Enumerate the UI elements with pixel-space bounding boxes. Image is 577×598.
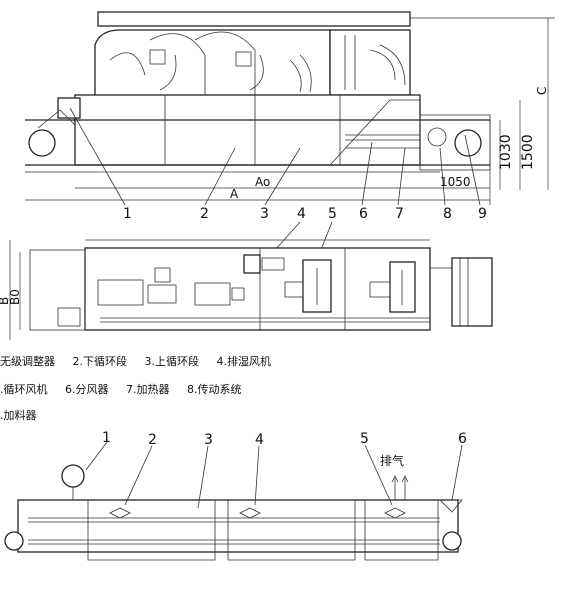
callout-7: 7 xyxy=(395,206,404,222)
legend-item-9: .加料器 xyxy=(0,409,37,422)
schematic-callout-5: 5 xyxy=(360,431,369,447)
schematic-callout-1: 1 xyxy=(102,430,111,446)
elevation-view xyxy=(25,11,555,173)
elevation-leaders xyxy=(69,107,481,206)
dim-a0-label: Ao xyxy=(255,175,270,189)
legend-item-7: 7.加热器 xyxy=(126,383,170,396)
legend-item-2: 2.下循环段 xyxy=(72,355,128,368)
legend-item-4: 4.排湿风机 xyxy=(216,355,272,368)
legend-item-1: 无级调整器 xyxy=(0,355,55,368)
legend-line-3: .加料器 xyxy=(0,407,51,423)
plan-view xyxy=(9,239,493,340)
schematic-callout-2: 2 xyxy=(148,432,157,448)
legend-item-5: .循环风机 xyxy=(0,383,48,396)
schematic-callout-3: 3 xyxy=(204,432,213,448)
dim-1030-label: 1030 xyxy=(498,134,514,170)
callout-2: 2 xyxy=(200,206,209,222)
legend-item-3: 3.上循环段 xyxy=(144,355,200,368)
exhaust-label: 排气 xyxy=(380,453,404,468)
dim-a-label: A xyxy=(230,187,239,201)
legend-item-8: 8.传动系统 xyxy=(187,383,242,396)
callout-8: 8 xyxy=(443,206,452,222)
dim-1050-label: 1050 xyxy=(440,175,471,189)
callout-3: 3 xyxy=(260,206,269,222)
dim-b-label: B xyxy=(0,297,11,305)
callout-4: 4 xyxy=(297,206,306,222)
callout-5: 5 xyxy=(328,206,337,222)
callout-1: 1 xyxy=(123,206,132,222)
legend-line-1: 无级调整器 2.下循环段 3.上循环段 4.排湿风机 xyxy=(0,353,285,369)
legend-line-2: .循环风机 6.分风器 7.加热器 8.传动系统 xyxy=(0,381,256,397)
schematic-callout-6: 6 xyxy=(458,431,467,447)
schematic-view xyxy=(4,441,463,561)
dim-b0-label: B0 xyxy=(8,289,22,305)
callout-6: 6 xyxy=(359,206,368,222)
schematic-callout-4: 4 xyxy=(255,432,264,448)
dim-1500-label: 1500 xyxy=(520,134,536,170)
elevation-dimensions xyxy=(25,18,549,205)
legend-item-6: 6.分风器 xyxy=(65,383,109,396)
dim-c-label: C xyxy=(535,87,549,95)
callout-9: 9 xyxy=(478,206,487,222)
